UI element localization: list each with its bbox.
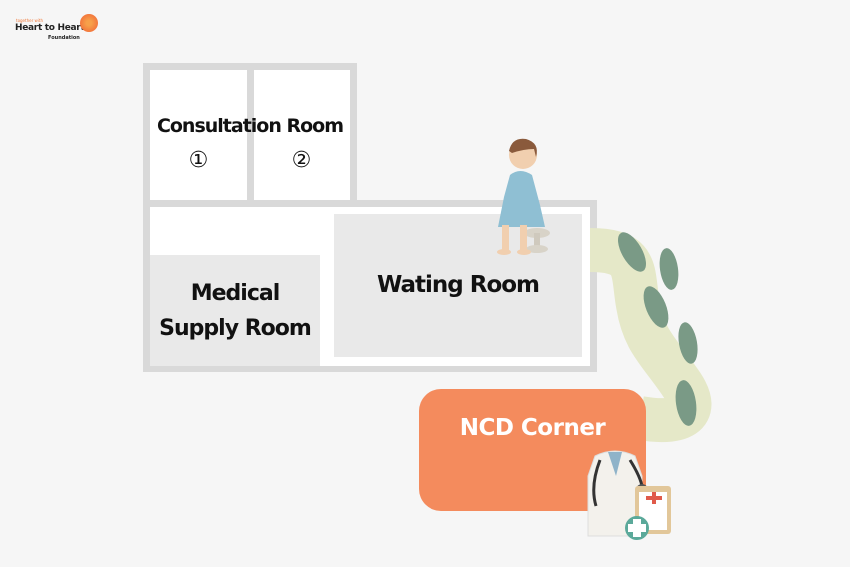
logo-sub: Foundation	[48, 35, 80, 41]
logo-name: Heart to Heart	[15, 23, 85, 33]
consultation-room-1-number: ①	[188, 148, 209, 173]
footprint-icon	[659, 248, 679, 290]
medical-supply-label-2: Supply Room	[159, 316, 312, 341]
footprint-icon	[678, 322, 698, 364]
footprint-icon	[675, 380, 697, 426]
patient-icon	[497, 138, 550, 255]
waiting-room	[334, 214, 582, 357]
consultation-room-2	[254, 70, 350, 200]
medical-supply-label-1: Medical	[190, 281, 281, 306]
consultation-room-label: Consultation Room	[156, 115, 344, 137]
doctor-coat-icon	[587, 450, 671, 540]
logo: together with Heart to Heart Foundation	[14, 14, 104, 42]
consultation-room-2-number: ②	[291, 148, 312, 173]
footprint-icon	[618, 232, 646, 272]
consultation-room-1	[150, 70, 247, 200]
ncd-corner-label: NCD Corner	[459, 415, 606, 441]
medical-supply-room	[150, 255, 320, 366]
logo-heart-dots-icon	[80, 14, 98, 32]
logo-tagline: together with	[16, 18, 43, 23]
waiting-room-label: Wating Room	[376, 272, 540, 298]
footprint-icon	[643, 286, 669, 328]
